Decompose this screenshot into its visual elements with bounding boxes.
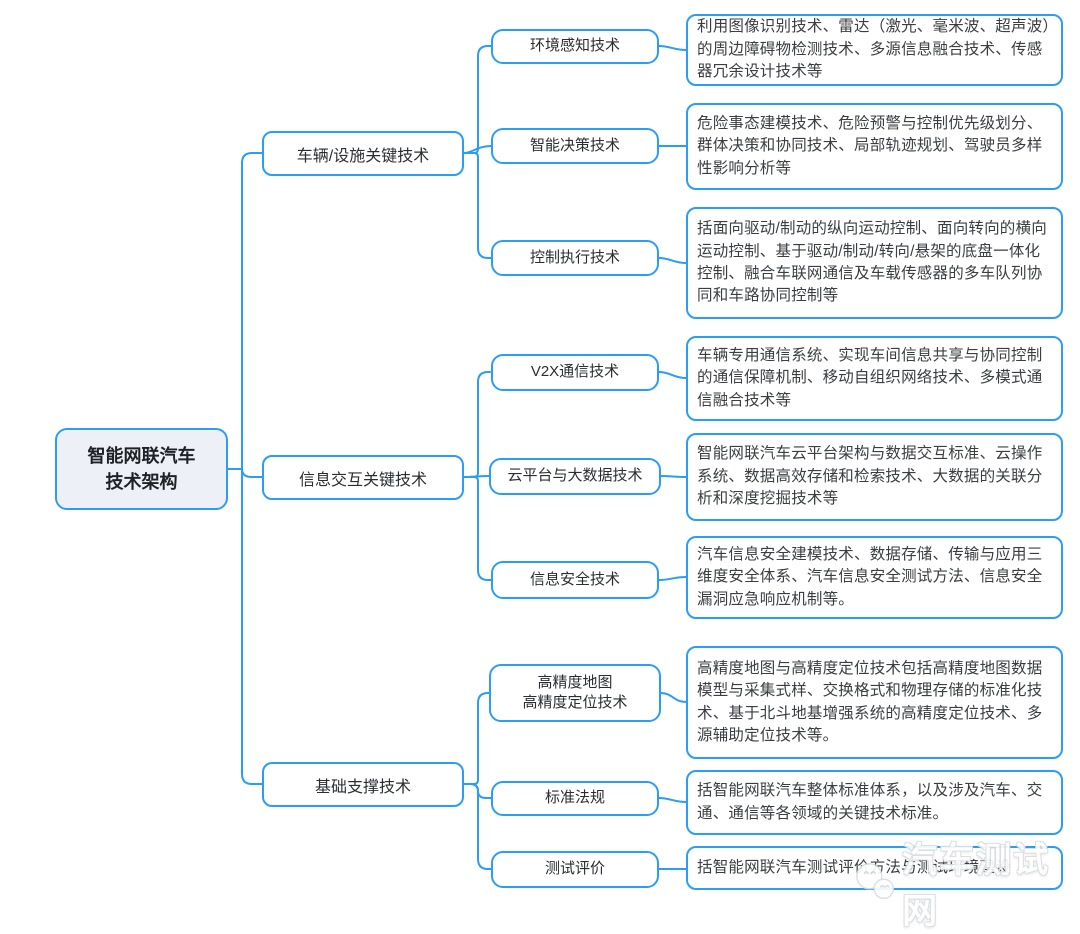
root-node: 智能网联汽车 技术架构 xyxy=(55,428,228,510)
branch-node-vehicle-facility: 车辆/设施关键技术 xyxy=(262,131,464,176)
branch-node-information-interaction: 信息交互关键技术 xyxy=(262,455,464,500)
leaf-node-intelligent-decision: 智能决策技术 xyxy=(491,128,659,164)
leaf-node-hd-map-positioning: 高精度地图 高精度定位技术 xyxy=(489,664,661,722)
leaf-node-test-evaluation: 测试评价 xyxy=(491,851,659,888)
desc-test-evaluation: 括智能网联汽车测试评价方法与测试环境建设 xyxy=(686,846,1063,890)
desc-v2x-communication: 车辆专用通信系统、实现车间信息共享与协同控制的通信保障机制、移动自组织网络技术、… xyxy=(686,336,1063,421)
leaf-node-standards-regulations: 标准法规 xyxy=(491,781,659,816)
leaf-node-environment-perception: 环境感知技术 xyxy=(491,29,659,64)
desc-cloud-bigdata: 智能网联汽车云平台架构与数据交互标准、云操作系统、数据高效存储和检索技术、大数据… xyxy=(686,433,1063,521)
desc-information-security: 汽车信息安全建模技术、数据存储、传输与应用三维度安全体系、汽车信息安全测试方法、… xyxy=(686,536,1063,619)
leaf-node-cloud-bigdata: 云平台与大数据技术 xyxy=(489,458,661,495)
mindmap-canvas: 智能网联汽车 技术架构 车辆/设施关键技术 信息交互关键技术 基础支撑技术 环境… xyxy=(55,14,1063,931)
leaf-node-control-execution: 控制执行技术 xyxy=(491,240,659,276)
branch-node-basic-support: 基础支撑技术 xyxy=(262,762,464,807)
leaf-node-information-security: 信息安全技术 xyxy=(491,561,659,599)
desc-hd-map-positioning: 高精度地图与高精度定位技术包括高精度地图数据模型与采集式样、交换格式和物理存储的… xyxy=(686,646,1063,759)
desc-environment-perception: 利用图像识别技术、雷达（激光、毫米波、超声波）的周边障碍物检测技术、多源信息融合… xyxy=(686,14,1063,86)
desc-intelligent-decision: 危险事态建模技术、危险预警与控制优先级划分、群体决策和协同技术、局部轨迹规划、驾… xyxy=(686,103,1063,190)
connector-lines xyxy=(227,45,687,870)
desc-standards-regulations: 括智能网联汽车整体标准体系，以及涉及汽车、交通、通信等各领域的关键技术标准。 xyxy=(686,770,1063,835)
leaf-node-v2x-communication: V2X通信技术 xyxy=(491,354,659,391)
desc-control-execution: 括面向驱动/制动的纵向运动控制、面向转向的横向运动控制、基于驱动/制动/转向/悬… xyxy=(686,207,1063,319)
